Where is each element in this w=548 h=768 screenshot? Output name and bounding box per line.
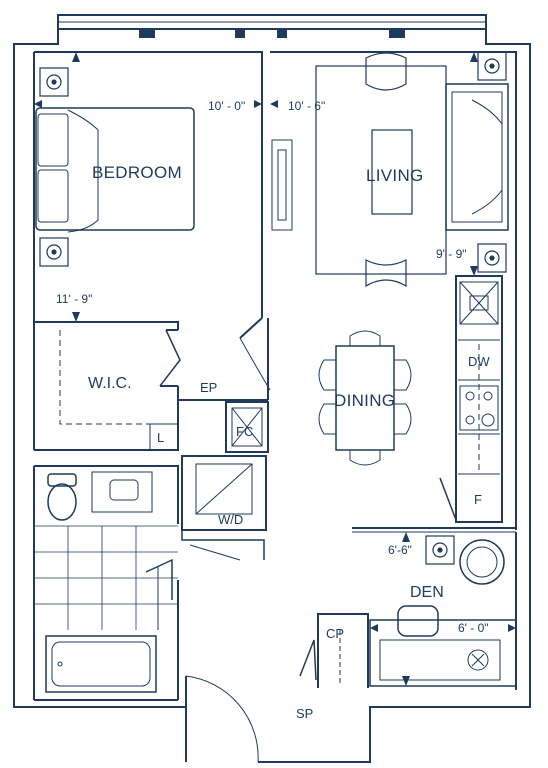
bathroom — [33, 465, 179, 701]
cp-closet — [299, 613, 369, 688]
bed — [35, 107, 195, 233]
room-label-dining: DINING — [334, 391, 395, 410]
dim-bedroom-width: 10' - 0" — [208, 99, 245, 113]
dim-living-depth: 9' - 9" — [436, 247, 467, 261]
fc-closet — [225, 401, 269, 453]
kitchen — [439, 275, 503, 523]
dining-set — [318, 330, 412, 466]
room-label-den: DEN — [410, 584, 444, 601]
dim-den-depth: 6'-6" — [388, 543, 412, 557]
room-label-wic: W.I.C. — [88, 375, 132, 392]
dim-living-width: 10' - 6" — [288, 99, 325, 113]
room-label-living: LIVING — [366, 166, 424, 185]
interior-outline — [33, 51, 517, 530]
living-furniture — [271, 52, 509, 288]
label-wd: W/D — [218, 512, 243, 527]
entry-door — [185, 675, 259, 763]
dim-bedroom-depth: 11' - 9" — [56, 292, 92, 306]
den-furniture — [379, 539, 505, 681]
label-l: L — [157, 430, 164, 445]
bedroom-door — [239, 317, 271, 400]
balcony-rail — [57, 14, 487, 30]
bedroom-walls — [34, 305, 268, 451]
label-sp: SP — [296, 706, 313, 721]
label-ep: EP — [200, 380, 217, 395]
dim-den-width: 6' - 0" — [458, 621, 489, 635]
label-dw: DW — [468, 354, 490, 369]
dimension-arrows — [34, 52, 516, 686]
label-f: F — [474, 492, 482, 507]
room-label-bedroom: BEDROOM — [92, 163, 182, 182]
den-walls — [352, 527, 517, 690]
exterior-walls — [13, 28, 531, 763]
wd-closet — [181, 455, 267, 561]
label-cp: CP — [326, 626, 344, 641]
wic-closet — [59, 329, 181, 451]
outlet-icons — [39, 51, 507, 565]
label-fc: FC — [236, 424, 253, 439]
